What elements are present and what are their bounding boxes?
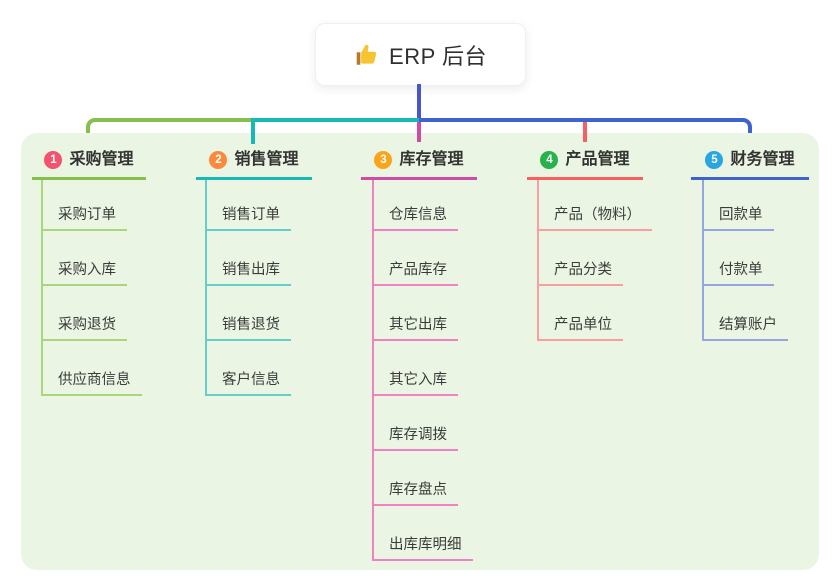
branch-node-1[interactable]: 1 采购管理: [32, 148, 146, 180]
child-node[interactable]: 采购订单: [41, 205, 127, 231]
child-node[interactable]: 产品库存: [372, 260, 458, 286]
branch-label: 销售管理: [234, 151, 299, 168]
root-node[interactable]: ERP 后台: [315, 23, 526, 86]
hub-elbow-right: [419, 118, 752, 144]
branch-node-5[interactable]: 5 财务管理: [691, 148, 809, 180]
child-node[interactable]: 销售出库: [205, 260, 291, 286]
branch-drop-line-4: [583, 122, 587, 142]
branch-drop-line-2: [251, 118, 255, 144]
branch-children-line: [372, 180, 374, 561]
branch-label: 采购管理: [69, 151, 134, 168]
branch-children-line: [205, 180, 207, 396]
branch-drop-line-3: [417, 122, 421, 142]
branch-label: 产品管理: [565, 151, 630, 168]
child-node[interactable]: 结算账户: [702, 315, 788, 341]
branch-number-badge: 3: [374, 151, 393, 169]
root-connector-line: [417, 84, 421, 120]
branch-node-2[interactable]: 2 销售管理: [196, 148, 312, 180]
child-node[interactable]: 库存盘点: [372, 480, 458, 506]
branch-number-badge: 2: [209, 151, 228, 169]
branch-label: 财务管理: [730, 151, 795, 168]
branch-number-badge: 5: [705, 151, 724, 169]
branch-number-badge: 4: [540, 151, 559, 169]
child-node[interactable]: 销售订单: [205, 205, 291, 231]
child-node[interactable]: 其它出库: [372, 315, 458, 341]
branch-label: 库存管理: [399, 151, 464, 168]
child-node[interactable]: 仓库信息: [372, 205, 458, 231]
thumbs-up-icon: [354, 42, 380, 68]
child-node[interactable]: 产品分类: [537, 260, 623, 286]
child-node[interactable]: 采购入库: [41, 260, 127, 286]
branch-node-3[interactable]: 3 库存管理: [361, 148, 477, 180]
child-node[interactable]: 销售退货: [205, 315, 291, 341]
branch-children-line: [41, 180, 43, 396]
branch-number-badge: 1: [44, 151, 63, 169]
child-node[interactable]: 客户信息: [205, 370, 291, 396]
child-node[interactable]: 其它入库: [372, 370, 458, 396]
root-title: ERP 后台: [389, 43, 487, 69]
child-node[interactable]: 产品单位: [537, 315, 623, 341]
branches-panel: [21, 133, 819, 570]
child-node[interactable]: 付款单: [702, 260, 774, 286]
branch-children-line: [702, 180, 704, 341]
branch-children-line: [537, 180, 539, 341]
child-node[interactable]: 回款单: [702, 205, 774, 231]
child-node[interactable]: 供应商信息: [41, 370, 142, 396]
child-node[interactable]: 库存调拨: [372, 425, 458, 451]
child-node[interactable]: 产品（物料）: [537, 205, 652, 231]
hub-elbow-left: [86, 118, 253, 144]
hub-segment-teal: [251, 118, 419, 122]
child-node[interactable]: 采购退货: [41, 315, 127, 341]
child-node[interactable]: 出库库明细: [372, 535, 473, 561]
branch-node-4[interactable]: 4 产品管理: [527, 148, 643, 180]
